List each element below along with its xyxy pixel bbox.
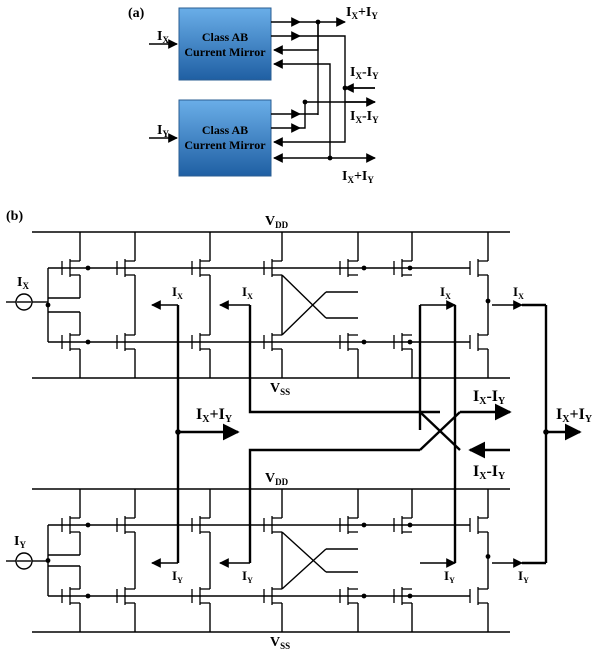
svg-text:IY: IY xyxy=(242,568,253,585)
current-mirror-block-y: Class AB Current Mirror xyxy=(178,99,272,177)
output-a-1: IX+IY xyxy=(346,5,378,21)
svg-text:IY: IY xyxy=(444,568,455,585)
block-x-wiring xyxy=(271,17,375,158)
block-y-line1: Class AB xyxy=(202,123,248,137)
output-b-diff-2: IX-IY xyxy=(473,463,506,482)
block-y-input: IY xyxy=(149,123,178,143)
vdd-label-bottom: VDD xyxy=(265,471,289,487)
svg-text:IX: IX xyxy=(17,275,29,291)
svg-text:IX: IX xyxy=(440,284,451,301)
svg-text:IY: IY xyxy=(172,568,183,585)
vss-label-top: VSS xyxy=(270,381,290,397)
current-mirror-block-x: Class AB Current Mirror xyxy=(178,7,272,81)
rail-lines xyxy=(32,231,510,633)
output-a-4: IX+IY xyxy=(342,169,374,185)
output-b-diff-1: IX-IY xyxy=(473,388,506,407)
vdd-label-top: VDD xyxy=(265,214,289,230)
svg-text:IX: IX xyxy=(242,284,253,301)
transistors-bottom xyxy=(45,489,491,632)
panel-b-label: (b) xyxy=(6,209,23,224)
svg-text:IY: IY xyxy=(157,123,169,139)
output-a-3: IX-IY xyxy=(350,109,379,125)
svg-text:IX: IX xyxy=(157,29,169,45)
current-source-x: IX xyxy=(6,275,48,311)
vss-label-bottom: VSS xyxy=(270,635,290,651)
output-b-sum-right: IX+IY xyxy=(556,406,593,425)
svg-text:IX: IX xyxy=(172,284,183,301)
current-source-y: IY xyxy=(6,534,48,570)
panel-a-label: (a) xyxy=(128,6,145,21)
output-b-sum-left: IX+IY xyxy=(196,406,233,425)
block-y-wiring xyxy=(271,83,376,163)
svg-text:IY: IY xyxy=(14,534,26,550)
block-x-line1: Class AB xyxy=(202,30,248,44)
svg-text:IY: IY xyxy=(518,568,529,585)
block-x-input: IX xyxy=(149,29,178,49)
svg-text:IX: IX xyxy=(513,284,524,301)
block-y-line2: Current Mirror xyxy=(184,138,266,152)
block-x-line2: Current Mirror xyxy=(184,45,266,59)
branch-arrows xyxy=(151,300,523,568)
branch-labels-top: IX IX IX IX xyxy=(172,284,524,301)
transistors-top xyxy=(45,232,491,378)
branch-labels-bottom: IY IY IY IY xyxy=(172,568,529,585)
output-a-2: IX-IY xyxy=(350,65,379,81)
